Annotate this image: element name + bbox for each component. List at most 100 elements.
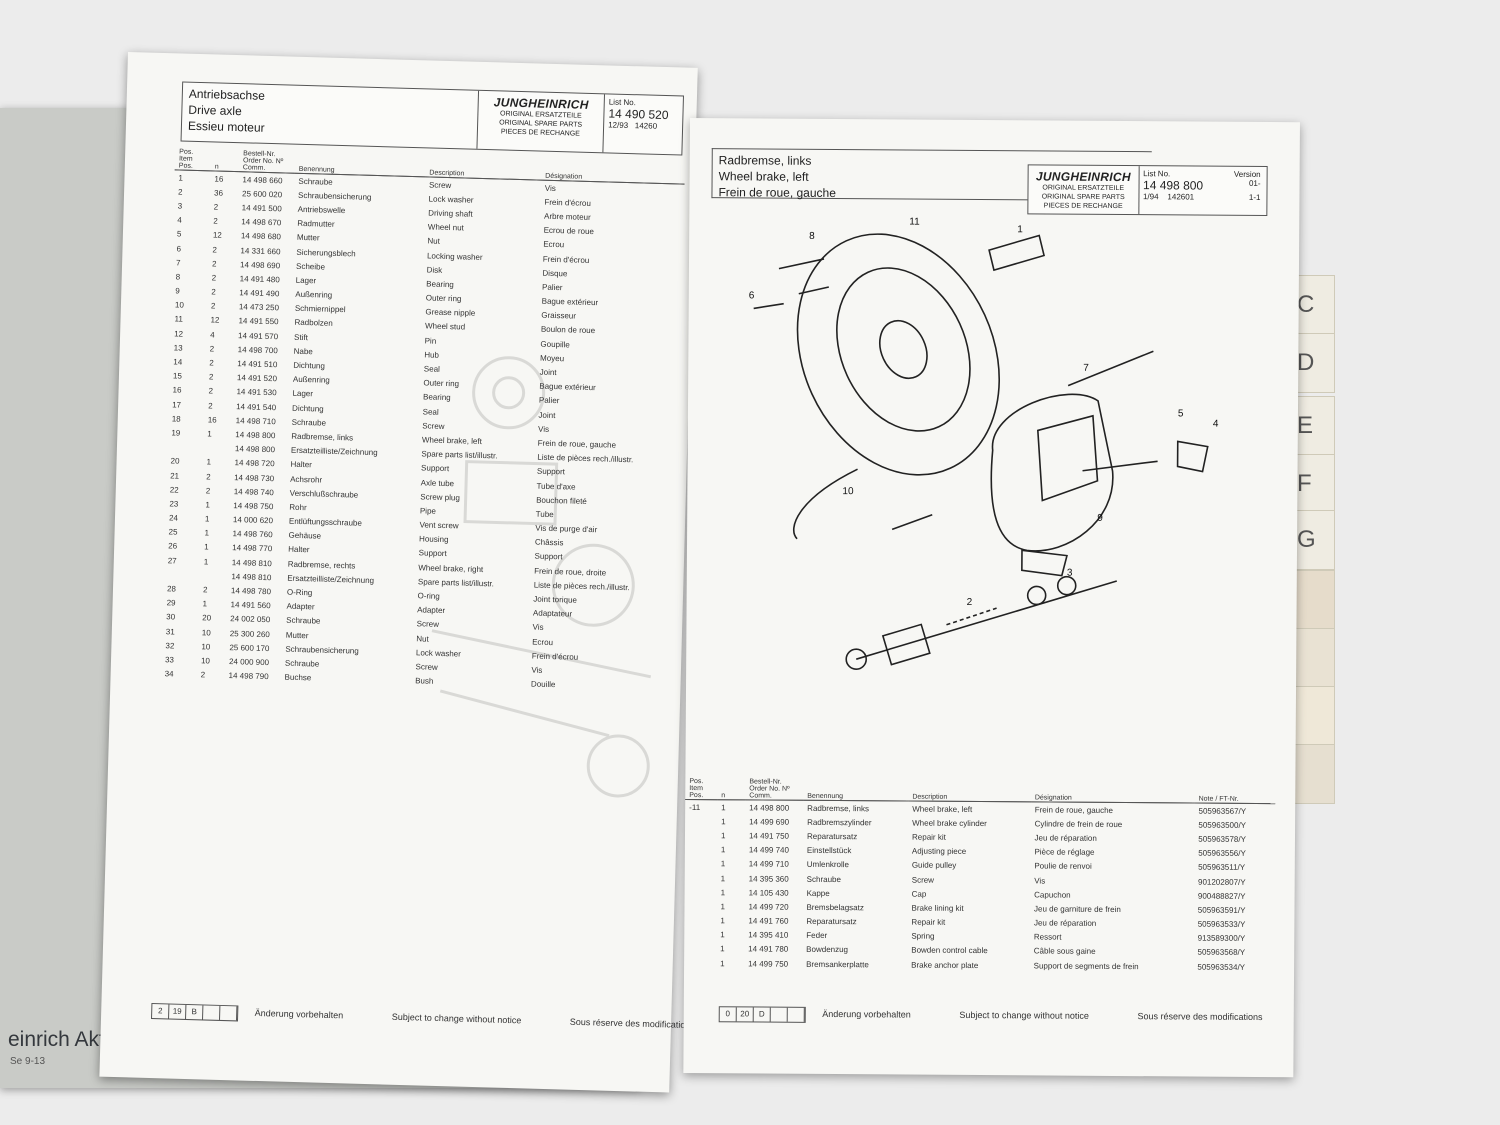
cell-order: 14 491 510: [237, 359, 278, 370]
cell-order: 24 002 050: [230, 614, 271, 625]
cell-order: 14 498 690: [239, 259, 281, 271]
cell-pos: [685, 885, 717, 899]
cell-order: 14 498 660: [242, 174, 283, 185]
cell-note: 505963578/Y: [1198, 834, 1246, 844]
left-page-header: Antriebsachse Drive axle Essieu moteur J…: [180, 81, 685, 156]
left-page-footer: 2 19 B Änderung vorbehalten Subject to c…: [151, 1003, 741, 1035]
cell-fr: Ressort: [1033, 932, 1062, 942]
cell-order: 14 498 810: [231, 557, 272, 568]
col-n-header: n: [717, 778, 746, 800]
page-index-boxes: 2 19 B: [151, 1003, 239, 1022]
cell-fr: Jeu de réparation: [1033, 918, 1097, 928]
right-page-wheel-brake: Radbremse, links Wheel brake, left Frein…: [683, 118, 1300, 1078]
cell-note: 505963568/Y: [1197, 948, 1246, 958]
col-pos-header: Pos. Item Pos.: [685, 777, 718, 800]
cell-fr: Jeu de réparation: [1034, 833, 1097, 843]
cell-note: 505963534/Y: [1197, 962, 1246, 972]
brake-shoe: [1036, 414, 1099, 502]
wheel-brake-exploded-diagram: 1 2 3 4 5 6 7 8 9 10 11: [749, 217, 1219, 670]
cell-de: Kappe: [806, 888, 830, 898]
cell-pos: 32: [165, 641, 175, 651]
left-page-drive-axle: Antriebsachse Drive axle Essieu moteur J…: [99, 52, 698, 1093]
cell-n: 1: [202, 599, 208, 609]
piston: [845, 648, 868, 670]
cell-fr: Câble sous gaine: [1033, 946, 1096, 957]
cell-n: 2: [213, 216, 218, 226]
cell-pos: 19: [171, 428, 181, 438]
cell-pos: 7: [176, 258, 181, 268]
list-no: 14 498 800: [1143, 178, 1204, 193]
cell-order: 14 499 710: [748, 859, 789, 870]
seal: [1056, 575, 1077, 596]
col-description-header: Description: [908, 779, 1031, 802]
bowden-cable: [793, 468, 858, 540]
cell-en: Adjusting piece: [911, 846, 967, 857]
cell-pos: 5: [176, 229, 182, 239]
cell-order: 14 499 740: [748, 845, 789, 855]
cell-order: 14 498 810: [231, 571, 272, 583]
cell-pos: 9: [175, 286, 180, 296]
cell-pos: 10: [174, 300, 184, 310]
cell-note: 505963500/Y: [1198, 820, 1247, 830]
lever-plate: [1176, 440, 1209, 473]
footer-note-fr: Sous réserve des modifications: [569, 1017, 695, 1031]
cell-order: 14 498 800: [234, 444, 276, 455]
cell-pos: 4: [177, 215, 182, 225]
cell-n: 12: [210, 315, 220, 326]
page-index-boxes: 0 20 D: [718, 1006, 806, 1023]
cell-de: Reparatursatz: [806, 831, 858, 842]
jungheinrich-logo: JUNGHEINRICH ORIGINAL ERSATZTEILE ORIGIN…: [1028, 165, 1140, 215]
cable-end: [891, 513, 933, 531]
cell-pos: 25: [168, 527, 178, 537]
cell-pos: 13: [173, 343, 183, 353]
cell-n: 1: [720, 845, 726, 855]
cell-n: 36: [213, 188, 224, 198]
col-pos-header: Pos. Item Pos.: [174, 148, 212, 171]
cell-n: 1: [720, 902, 725, 912]
cell-order: 14 105 430: [748, 888, 789, 898]
cell-n: 2: [208, 386, 214, 396]
cell-note: 913589300/Y: [1197, 933, 1246, 944]
logo-brand: JUNGHEINRICH: [1035, 169, 1131, 185]
cell-pos: [685, 814, 717, 828]
cell-order: 14 491 780: [748, 944, 789, 955]
cell-pos: 21: [170, 470, 180, 481]
cell-fr: Jeu de garniture de frein: [1034, 904, 1121, 914]
cell-order: 14 499 750: [748, 959, 789, 969]
cell-n: [199, 568, 227, 583]
cell-n: 1: [720, 958, 725, 968]
cell-pos: 30: [166, 612, 176, 622]
cover-address-text: Se 9-13: [10, 1056, 46, 1067]
footer-box: 19: [169, 1004, 187, 1019]
cell-pos: 34: [164, 669, 174, 679]
footer-note-en: Subject to change without notice: [959, 1010, 1089, 1022]
footer-note-de: Änderung vorbehalten: [822, 1009, 911, 1020]
cell-note: 900488827/Y: [1197, 891, 1246, 901]
cell-n: 2: [202, 585, 208, 595]
cell-en: Cap: [911, 889, 927, 899]
cell-n: 1: [204, 514, 210, 524]
cell-n: 1: [720, 916, 725, 926]
cell-pos: 15: [172, 371, 182, 381]
cell-n: 1: [721, 817, 726, 827]
cell-n: 1: [204, 542, 209, 552]
list-no-label: List No.: [1143, 169, 1171, 179]
right-page-header: JUNGHEINRICH ORIGINAL ERSATZTEILE ORIGIN…: [1027, 164, 1268, 217]
cell-n: 10: [201, 642, 211, 652]
cell-en: Brake anchor plate: [911, 960, 979, 970]
callout-1: 1: [1017, 224, 1023, 235]
cell-pos: -11: [689, 802, 701, 812]
cell-de: Feder: [806, 931, 828, 941]
cell-order: 14 491 490: [239, 288, 280, 299]
cell-order: 14 491 760: [748, 916, 789, 926]
cell-pos: 18: [171, 414, 181, 424]
col-designation-header: Désignation: [1030, 780, 1195, 804]
cell-pos: 8: [175, 272, 181, 282]
cell-en: Repair kit: [912, 832, 946, 842]
index-tab-blank[interactable]: [1288, 744, 1335, 804]
cell-pos: 24: [168, 513, 179, 523]
footer-box: D: [753, 1007, 771, 1022]
jungheinrich-logo: JUNGHEINRICH ORIGINAL ERSATZTEILE ORIGIN…: [477, 90, 606, 153]
cell-en: Repair kit: [911, 917, 946, 927]
